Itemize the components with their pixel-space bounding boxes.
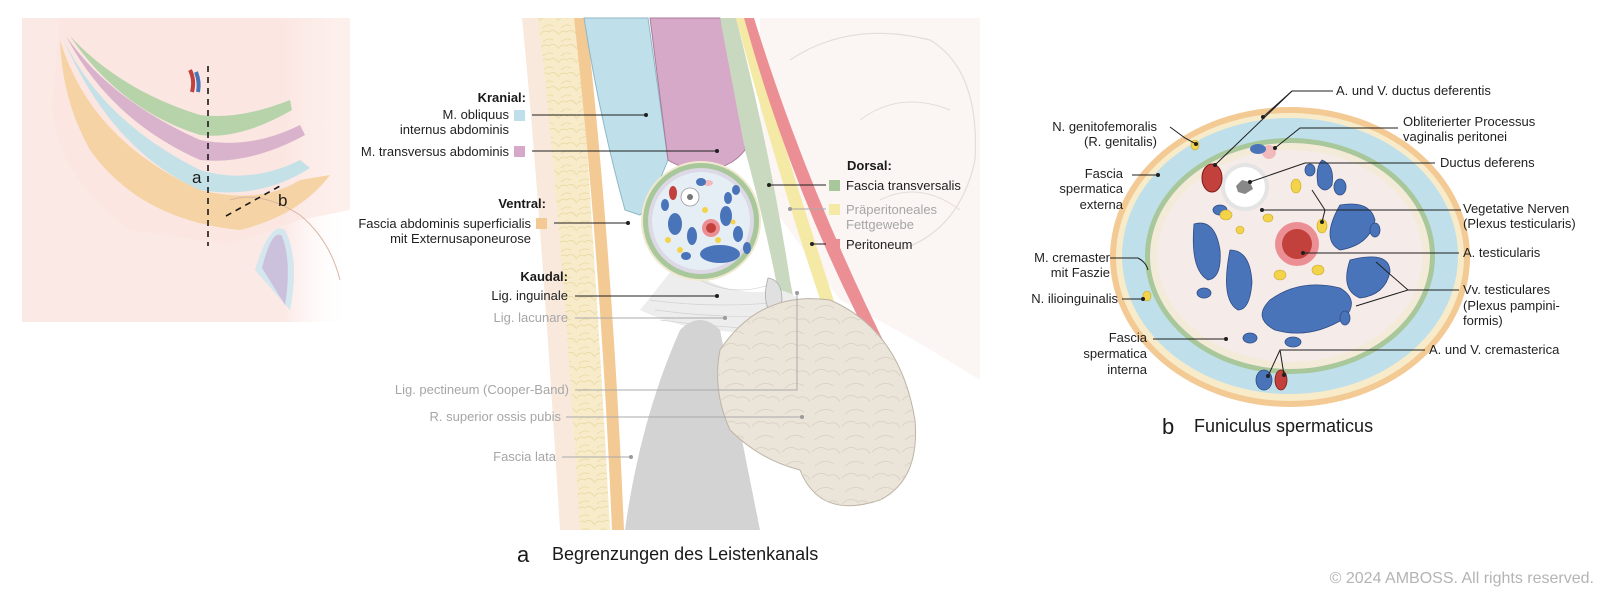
- heading-kranial: Kranial:: [478, 90, 526, 105]
- overview-illustration: a b: [22, 18, 350, 322]
- label-lig-lacunare: Lig. lacunare: [494, 310, 568, 325]
- label-vv-testiculares-line1: Vv. testiculares: [1463, 282, 1551, 297]
- label-processus-line1: Obliterierter Processus: [1403, 114, 1536, 129]
- label-n-genitofemoralis-line2: (R. genitalis): [1084, 134, 1157, 149]
- label-n-ilioinguinalis: N. ilioinguinalis: [1031, 291, 1118, 306]
- label-fascia-lata: Fascia lata: [493, 449, 557, 464]
- label-a-v-ductus-deferentis: A. und V. ductus deferentis: [1336, 83, 1491, 98]
- label-cremaster-line1: M. cremaster: [1034, 250, 1111, 265]
- label-vv-testiculares-line3: formis): [1463, 313, 1503, 328]
- label-fascia-sup-line1: Fascia abdominis superficialis: [358, 216, 531, 231]
- panel-b-caption: Funiculus spermaticus: [1194, 416, 1373, 436]
- label-fascia-interna-line1: Fascia: [1109, 330, 1148, 345]
- label-obliquus-line1: M. obliquus: [443, 107, 510, 122]
- label-vv-testiculares-line2: (Plexus pampini-: [1463, 298, 1560, 313]
- label-fascia-interna-line2: spermatica: [1083, 346, 1147, 361]
- label-cremaster-line2: mit Faszie: [1051, 265, 1110, 280]
- panel-a-caption-letter: a: [517, 542, 530, 567]
- label-lig-inguinale: Lig. inguinale: [491, 288, 568, 303]
- panel-a-leaders: [532, 113, 826, 459]
- label-lig-pectineum: Lig. pectineum (Cooper-Band): [395, 382, 569, 397]
- label-obliquus-line2: internus abdominis: [400, 122, 510, 137]
- panel-a-swatches: [514, 110, 840, 250]
- label-fascia-externa-line1: Fascia: [1085, 166, 1124, 181]
- label-ductus-deferens: Ductus deferens: [1440, 155, 1535, 170]
- label-peritoneum: Peritoneum: [846, 237, 912, 252]
- label-n-genitofemoralis-line1: N. genitofemoralis: [1052, 119, 1157, 134]
- panel-a-caption: Begrenzungen des Leistenkanals: [552, 544, 818, 564]
- swatch-obliquus: [514, 110, 525, 121]
- label-processus-line2: vaginalis peritonei: [1403, 129, 1507, 144]
- panel-a-illustration: [520, 17, 980, 530]
- panel-b-illustration: [1110, 107, 1470, 407]
- swatch-praeperitoneal: [829, 204, 840, 215]
- label-praeperitoneal-line1: Präperitoneales: [846, 202, 938, 217]
- panel-b-caption-letter: b: [1162, 414, 1174, 439]
- label-fascia-sup-line2: mit Externusaponeurose: [390, 231, 531, 246]
- swatch-peritoneum: [829, 239, 840, 250]
- label-transversus: M. transversus abdominis: [361, 144, 510, 159]
- swatch-fascia-transversalis: [829, 180, 840, 191]
- copyright-notice: © 2024 AMBOSS. All rights reserved.: [1330, 570, 1594, 587]
- heading-ventral: Ventral:: [498, 196, 546, 211]
- label-fascia-interna-line3: interna: [1107, 362, 1148, 377]
- overview-label-a: a: [192, 168, 202, 187]
- label-fascia-externa-line2: spermatica: [1059, 181, 1123, 196]
- swatch-transversus: [514, 146, 525, 157]
- overview-label-b: b: [278, 191, 287, 210]
- label-nerven-line2: (Plexus testicularis): [1463, 216, 1576, 231]
- label-praeperitoneal-line2: Fettgewebe: [846, 217, 914, 232]
- label-a-testicularis: A. testicularis: [1463, 245, 1541, 260]
- panel-a-labels: Kranial: M. obliquus internus abdominis …: [358, 90, 961, 464]
- panel-b-leaders: [1110, 90, 1461, 378]
- label-fascia-externa-line3: externa: [1080, 197, 1124, 212]
- heading-kaudal: Kaudal:: [520, 269, 568, 284]
- label-fascia-transversalis: Fascia transversalis: [846, 178, 961, 193]
- heading-dorsal: Dorsal:: [847, 158, 892, 173]
- swatch-fascia-superficialis: [536, 218, 547, 229]
- label-a-v-cremasterica: A. und V. cremasterica: [1429, 342, 1560, 357]
- label-r-superior: R. superior ossis pubis: [430, 409, 562, 424]
- panel-b-labels: N. genitofemoralis (R. genitalis) Fascia…: [1031, 83, 1575, 377]
- label-nerven-line1: Vegetative Nerven: [1463, 201, 1569, 216]
